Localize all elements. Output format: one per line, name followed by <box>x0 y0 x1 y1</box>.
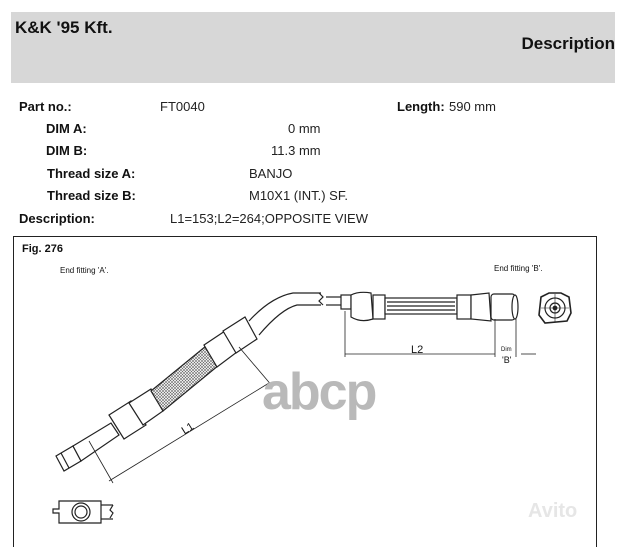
figure-label: Fig. 276 <box>22 243 63 255</box>
l1-label: L1 <box>180 421 197 438</box>
dim-b-value: 11.3 mm <box>271 143 321 158</box>
thread-b-value: M10X1 (INT.) SF. <box>249 188 348 203</box>
hose-drawing: L2 Dim 'B' L1 <box>52 291 572 524</box>
dim-a-value: 0 mm <box>288 121 321 136</box>
end-fitting-b-view-icon <box>538 292 572 324</box>
abcp-watermark: abcp <box>262 363 377 421</box>
l2-label: L2 <box>411 344 423 356</box>
thread-a-label: Thread size A: <box>47 166 136 181</box>
length-value: 590 mm <box>449 99 496 114</box>
dim-a-label: DIM A: <box>46 121 87 136</box>
figure-frame: Fig. 276 End fitting 'A'. End fitting 'B… <box>13 236 597 547</box>
company-name: K&K '95 Kft. <box>15 18 113 37</box>
length-label: Length: <box>397 99 445 114</box>
part-no-label: Part no.: <box>19 99 72 114</box>
avito-watermark: Avito <box>528 500 578 522</box>
document-header: K&K '95 Kft. Description <box>11 12 615 83</box>
end-fitting-a-label: End fitting 'A'. <box>60 266 109 275</box>
page-title: Description <box>521 34 615 53</box>
part-no-value: FT0040 <box>160 99 205 114</box>
description-label: Description: <box>19 211 95 226</box>
dim-b-label: DIM B: <box>46 143 88 158</box>
description-value: L1=153;L2=264;OPPOSITE VIEW <box>170 211 369 226</box>
end-fitting-a-view-icon <box>52 500 114 524</box>
thread-a-value: BANJO <box>249 166 293 181</box>
dim-small-label: Dim <box>501 347 512 353</box>
dim-b-drawing-label: 'B' <box>502 355 512 365</box>
end-fitting-b-label: End fitting 'B'. <box>494 264 543 273</box>
thread-b-label: Thread size B: <box>47 188 136 203</box>
